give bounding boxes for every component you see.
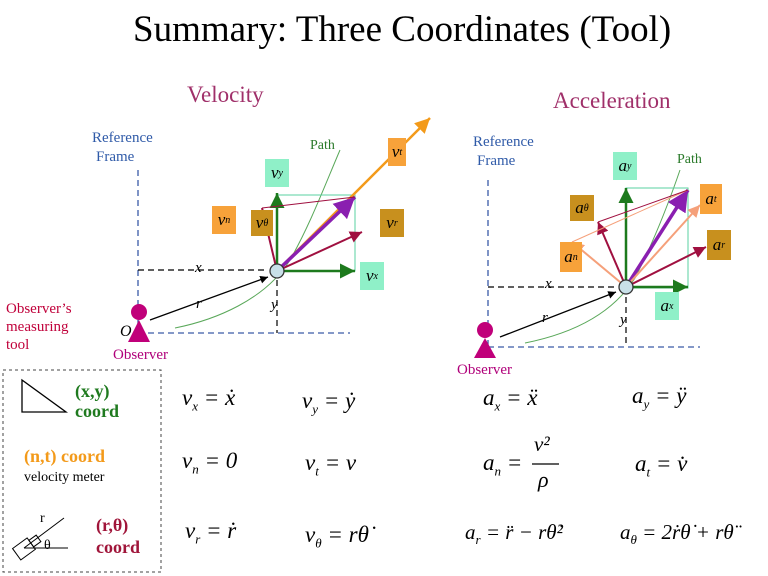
velocity-r-vector	[149, 276, 269, 321]
velocity-path-label: Path	[310, 138, 335, 153]
nt-coord-label: (n,t) coord	[24, 446, 105, 466]
velocity-diagram	[128, 117, 431, 342]
eq-ar: ar = r̈ − rθ̇²	[465, 520, 563, 548]
eq-vx: vx = ẋ	[182, 385, 236, 414]
xy-triangle-icon	[21, 378, 68, 413]
acceleration-heading: Acceleration	[553, 88, 671, 113]
velocity-x-label: x	[195, 260, 202, 276]
acceleration-r-vector	[499, 291, 617, 338]
rtheta-theta-label: θ	[44, 538, 51, 553]
eq-ax: ax = ẍ	[483, 385, 538, 414]
velocity-observer-head	[131, 304, 147, 320]
eq-vr: vr = ṙ	[185, 518, 237, 547]
velocity-r-label: r	[196, 296, 202, 312]
legend-frame	[2, 369, 162, 573]
velocity-parallelogram-edge	[261, 196, 356, 209]
acceleration-at-vector	[625, 204, 701, 288]
eq-an: an =	[483, 450, 523, 479]
measuring-tool-label: Observer’s measuring tool	[6, 301, 72, 353]
acceleration-rtheta-edge	[597, 189, 689, 223]
acceleration-a-vector	[624, 189, 690, 288]
rtheta-meter-icon	[11, 534, 42, 561]
rtheta-r-label: r	[40, 511, 45, 526]
acceleration-x-label: x	[545, 276, 552, 292]
acceleration-r-label: r	[542, 310, 548, 326]
eq-vt: vt = v	[305, 450, 357, 479]
rtheta-coord-label: (r,θ)coord	[96, 515, 140, 557]
eq-vtheta: vθ = rθ̇	[305, 522, 369, 551]
acceleration-atheta-vector	[597, 221, 627, 288]
velocity-origin-label: O	[120, 323, 132, 340]
velocity-vr-vector	[276, 231, 363, 272]
eq-atheta: aθ = 2ṙθ̇ + rθ̈	[620, 520, 734, 548]
velocity-observer-body	[128, 320, 150, 342]
velocity-heading: Velocity	[187, 82, 264, 107]
eq-ay: ay = ÿ	[632, 383, 687, 412]
acceleration-ar-vector	[625, 246, 707, 288]
acceleration-observer-head	[477, 322, 493, 338]
acceleration-path-label: Path	[677, 152, 702, 167]
eq-vy: vy = ẏ	[302, 388, 356, 417]
eq-an-denominator: ρ	[538, 467, 549, 492]
acceleration-particle	[618, 279, 634, 295]
acceleration-y-label: y	[620, 312, 627, 328]
eq-an-numerator: v²	[534, 432, 550, 456]
eq-at: at = v̇	[635, 451, 688, 480]
nt-velocity-meter-label: velocity meter	[24, 470, 105, 485]
acceleration-nt-edge	[571, 189, 689, 243]
acceleration-observer-label: Observer	[457, 362, 512, 378]
velocity-v-vector	[275, 195, 357, 273]
velocity-observer-label: Observer	[113, 347, 168, 363]
acceleration-observer-body	[474, 338, 496, 358]
velocity-particle	[269, 263, 285, 279]
velocity-y-label: y	[271, 297, 278, 313]
eq-vn: vn = 0	[182, 448, 238, 477]
xy-coord-label: (x,y)coord	[75, 381, 119, 421]
